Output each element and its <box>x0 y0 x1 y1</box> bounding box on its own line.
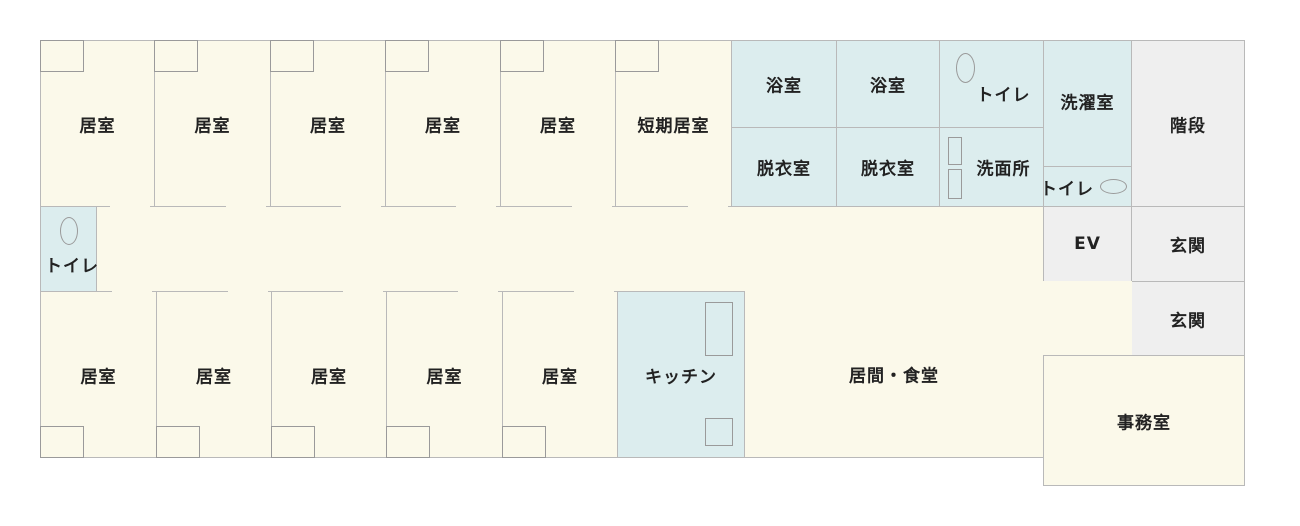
corridor <box>40 206 1131 292</box>
door-gap <box>110 205 150 208</box>
bottom-room-4: 居室 <box>386 291 503 458</box>
door-gap <box>343 290 383 293</box>
room-label: 洗面所 <box>976 159 1031 180</box>
closet-fixture <box>271 426 315 458</box>
dressing-room-1: 脱衣室 <box>731 127 837 207</box>
room-label: 階段 <box>1170 116 1206 136</box>
office: 事務室 <box>1043 355 1245 486</box>
room-label: 脱衣室 <box>757 159 811 180</box>
closet-fixture <box>270 40 314 72</box>
bath-2: 浴室 <box>836 40 940 128</box>
top-room-3: 居室 <box>270 40 386 207</box>
room-label: キッチン <box>645 367 717 387</box>
room-label: 居室 <box>425 116 461 136</box>
closet-fixture <box>500 40 544 72</box>
room-label: トイレ <box>45 256 99 277</box>
room-label: 浴室 <box>766 76 802 97</box>
washroom: 洗面所 <box>939 127 1044 207</box>
door-gap <box>572 205 612 208</box>
counter-fixture <box>705 302 733 356</box>
top-room-1: 居室 <box>40 40 155 207</box>
room-label: EV <box>1074 234 1101 254</box>
corridor-right <box>1043 281 1132 356</box>
room-label: 洗濯室 <box>1060 93 1115 114</box>
door-gap <box>458 290 498 293</box>
bottom-room-1: 居室 <box>40 291 157 458</box>
closet-fixture <box>40 426 84 458</box>
top-room-5: 居室 <box>500 40 616 207</box>
entrance-2: 玄関 <box>1131 281 1245 356</box>
closet-fixture <box>502 426 546 458</box>
entrance-1: 玄関 <box>1131 206 1245 282</box>
top-room-4: 居室 <box>385 40 501 207</box>
toilet-left: トイレ <box>40 206 99 292</box>
room-label: 居室 <box>194 116 231 136</box>
laundry-room: 洗濯室 <box>1043 40 1132 167</box>
room-label: 居室 <box>542 367 578 387</box>
room-label: 居室 <box>311 367 347 387</box>
door-gap <box>688 205 728 208</box>
room-label: 浴室 <box>870 76 906 97</box>
closet-fixture <box>385 40 429 72</box>
toilet-top: トイレ <box>939 40 1044 128</box>
sink-icon <box>948 137 962 165</box>
closet-fixture <box>154 40 198 72</box>
bottom-room-3: 居室 <box>271 291 387 458</box>
room-label: 居室 <box>540 116 576 136</box>
bottom-room-2: 居室 <box>156 291 272 458</box>
door-gap <box>574 290 614 293</box>
door-gap <box>226 205 266 208</box>
dressing-room-2: 脱衣室 <box>836 127 940 207</box>
door-gap <box>112 290 152 293</box>
stove-fixture <box>705 418 733 446</box>
room-label: 玄関 <box>1170 311 1206 331</box>
room-label: 玄関 <box>1170 236 1206 257</box>
door-gap <box>228 290 268 293</box>
door-gap <box>456 205 496 208</box>
room-label: 居室 <box>426 367 463 387</box>
bottom-room-5: 居室 <box>502 291 618 458</box>
closet-fixture <box>615 40 659 72</box>
room-label: 事務室 <box>1117 413 1171 433</box>
room-label: トイレ <box>976 85 1031 106</box>
top-room-2: 居室 <box>154 40 271 207</box>
door-gap <box>341 205 381 208</box>
toilet-bowl-icon <box>60 217 78 245</box>
room-label: 居室 <box>80 367 117 387</box>
closet-fixture <box>386 426 430 458</box>
room-label: 居室 <box>196 367 232 387</box>
closet-fixture <box>40 40 84 72</box>
room-label: 居間・食堂 <box>849 366 939 387</box>
closet-fixture <box>156 426 200 458</box>
short-stay-room: 短期居室 <box>615 40 732 207</box>
living-dining: 居間・食堂 <box>744 291 1044 458</box>
bath-1: 浴室 <box>731 40 837 128</box>
toilet-bowl-icon <box>956 53 975 83</box>
sink-icon <box>948 169 962 199</box>
room-label: トイレ <box>1040 179 1094 199</box>
toilet-bowl-icon <box>1100 179 1127 194</box>
toilet-small: トイレ <box>1040 166 1132 207</box>
room-label: 短期居室 <box>637 116 710 136</box>
stairs: 階段 <box>1131 40 1245 207</box>
elevator: EV <box>1043 206 1132 282</box>
room-label: 居室 <box>310 116 346 136</box>
kitchen: キッチン <box>617 291 745 458</box>
room-label: 脱衣室 <box>861 159 915 180</box>
room-label: 居室 <box>79 116 116 136</box>
